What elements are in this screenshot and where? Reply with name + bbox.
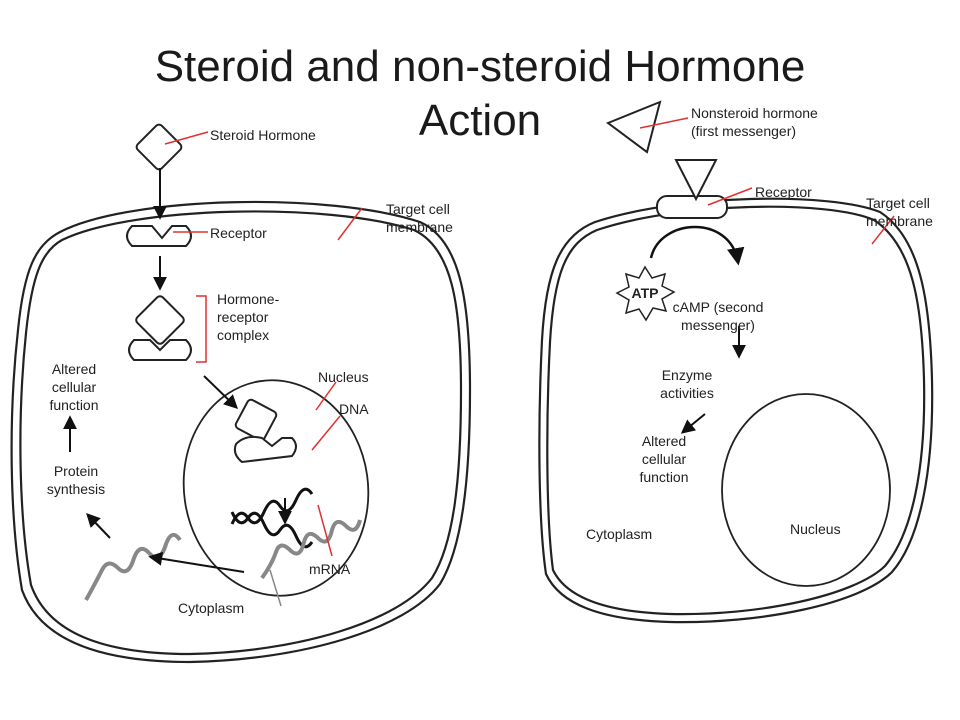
label-dna: DNA (339, 401, 369, 417)
leader-nonsteroid (639, 117, 689, 129)
mrna-stem (269, 569, 282, 607)
arrow-complex-to-nucleus (203, 375, 239, 409)
label-left-nucleus: Nucleus (318, 369, 369, 385)
membrane-receptor-shape (656, 195, 728, 219)
complex-bracket (196, 295, 207, 363)
receptor-shape (126, 225, 192, 247)
page-title: Steroid and non-steroid Hormone (154, 42, 806, 91)
label-nonsteroid-hormone: Nonsteroid hormone (first messenger) (691, 105, 818, 139)
right-nucleus (721, 393, 891, 587)
label-left-altered-function: Altered cellular function (49, 361, 99, 413)
dna-helix (230, 487, 314, 549)
label-left-cytoplasm: Cytoplasm (178, 600, 245, 616)
label-right-target-membrane: Target cell membrane (866, 195, 933, 229)
nonsteroid-hormone-shape (605, 100, 662, 154)
left-cell-membrane (10, 200, 472, 664)
right-cell-membrane (538, 197, 934, 624)
label-left-target-membrane: Target cell membrane (386, 201, 453, 235)
page-title-line2: Action (418, 96, 542, 145)
label-camp: cAMP (second messenger) (672, 299, 764, 333)
arrow-to-protein-synthesis (86, 512, 111, 539)
nuclear-complex-receptor (233, 435, 297, 464)
label-enzyme-activities: Enzyme activities (660, 367, 714, 401)
label-right-cytoplasm: Cytoplasm (586, 526, 653, 542)
complex-hormone-shape (135, 295, 185, 345)
atp-starburst (615, 265, 676, 322)
arrow-enzyme-to-function (680, 413, 706, 434)
mrna-wave-cytoplasm (84, 532, 182, 601)
label-mrna: mRNA (309, 561, 351, 577)
label-right-receptor: Receptor (755, 184, 812, 200)
bound-hormone-shape (674, 159, 718, 202)
label-protein-synthesis: Protein synthesis (46, 463, 106, 497)
leader-right-membrane (871, 215, 895, 245)
arrow-mrna-to-cytoplasm (148, 551, 245, 573)
leader-right-receptor (707, 187, 753, 206)
mrna-wave-nucleus (260, 519, 362, 580)
left-nucleus (182, 379, 370, 597)
atp-label: ATP (632, 285, 659, 301)
label-steroid-hormone: Steroid Hormone (210, 127, 316, 143)
atp-conversion-arrow (649, 225, 745, 266)
steroid-hormone-shape (135, 123, 183, 171)
label-right-altered-function: Altered cellular function (639, 433, 689, 485)
label-left-receptor: Receptor (210, 225, 267, 241)
left-leader-lines (164, 131, 363, 557)
nuclear-complex-hormone (234, 398, 278, 442)
label-hormone-receptor-complex: Hormone- receptor complex (217, 291, 280, 343)
label-right-nucleus: Nucleus (790, 521, 841, 537)
complex-receptor-shape (128, 339, 192, 361)
